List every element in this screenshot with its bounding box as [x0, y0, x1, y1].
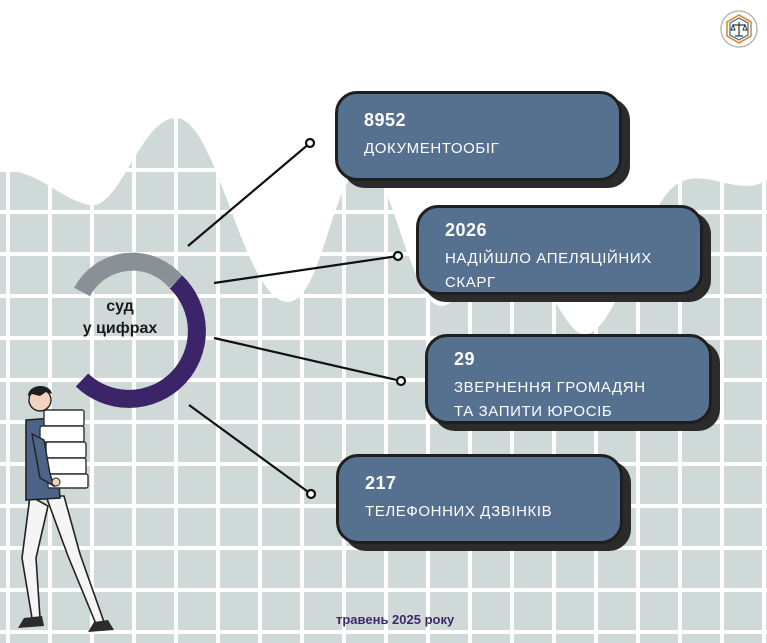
stat-card-appeals: 2026 НАДІЙШЛО АПЕЛЯЦІЙНИХ СКАРГ [416, 205, 703, 295]
stat-value: 8952 [364, 110, 407, 130]
ring-chart [74, 252, 206, 408]
date-label: травень 2025 року [336, 612, 455, 627]
stat-label-line1: ЗВЕРНЕННЯ ГРОМАДЯН [454, 379, 646, 396]
ring-gray-arc [74, 252, 183, 297]
stat-card-appeals-citizens: 29 ЗВЕРНЕННЯ ГРОМАДЯН ТА ЗАПИТИ ЮРОСІБ [425, 334, 712, 424]
person-carrying-documents-illustration [18, 385, 114, 632]
ring-title: суд у цифрах [70, 296, 170, 340]
stat-value: 217 [365, 473, 397, 493]
stat-label-line2: СКАРГ [445, 274, 496, 291]
stat-card-calls: 217 ТЕЛЕФОННИХ ДЗВІНКІВ [336, 454, 623, 544]
ring-title-line1: суд [106, 298, 134, 315]
ring-purple-arc [75, 275, 206, 408]
ring-title-line2: у цифрах [82, 320, 158, 337]
stat-value: 29 [454, 349, 476, 369]
court-emblem-icon [720, 10, 758, 48]
stat-label: ДОКУМЕНТООБІГ [364, 140, 500, 157]
stat-label: ТЕЛЕФОННИХ ДЗВІНКІВ [365, 503, 553, 520]
stat-value: 2026 [445, 220, 488, 240]
stat-label-line1: НАДІЙШЛО АПЕЛЯЦІЙНИХ [445, 250, 652, 267]
stat-card-documents: 8952 ДОКУМЕНТООБІГ [335, 91, 622, 181]
stat-label-line2: ТА ЗАПИТИ ЮРОСІБ [454, 403, 613, 420]
